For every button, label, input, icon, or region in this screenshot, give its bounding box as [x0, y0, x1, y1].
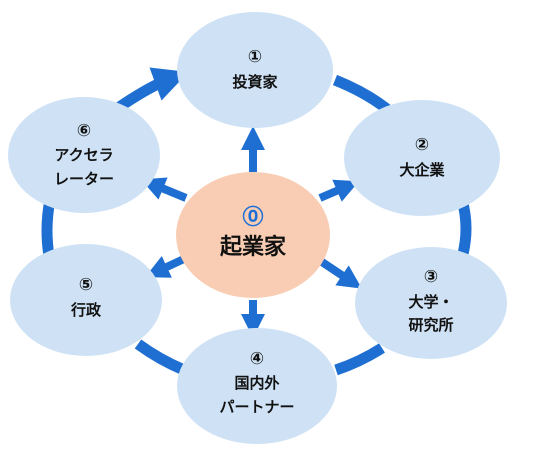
node-accelerator: ⑥ アクセラ レーター — [8, 97, 160, 213]
spoke-to-5 — [145, 254, 188, 278]
node-investor: ① 投資家 — [177, 12, 333, 128]
ring-link-4-5 — [134, 339, 187, 376]
ring-link-2-3 — [456, 198, 472, 260]
svg-text:アクセラ: アクセラ — [54, 146, 113, 164]
svg-text:⑤: ⑤ — [79, 275, 93, 295]
spoke-to-3 — [319, 258, 362, 289]
spoke-to-6 — [140, 177, 188, 202]
spoke-arrows — [140, 126, 362, 338]
svg-text:レーター: レーター — [54, 170, 114, 188]
svg-text:②: ② — [415, 135, 429, 155]
node-entrepreneur: ⓪ 起業家 — [176, 172, 330, 298]
node-university: ③ 大学・ 研究所 — [355, 247, 507, 359]
spoke-to-2 — [318, 179, 360, 202]
svg-text:⓪: ⓪ — [243, 205, 264, 229]
svg-text:国内外: 国内外 — [234, 374, 279, 392]
svg-text:大学・: 大学・ — [408, 293, 453, 311]
svg-text:①: ① — [248, 47, 262, 67]
svg-text:大企業: 大企業 — [399, 161, 445, 179]
node-large-company: ② 大企業 — [344, 100, 500, 216]
node-partner: ④ 国内外 パートナー — [177, 328, 337, 444]
svg-text:行政: 行政 — [70, 301, 102, 319]
svg-text:起業家: 起業家 — [219, 234, 287, 260]
svg-text:④: ④ — [250, 349, 264, 369]
svg-text:研究所: 研究所 — [408, 316, 453, 334]
node-government: ⑤ 行政 — [10, 244, 162, 356]
svg-text:投資家: 投資家 — [232, 73, 277, 91]
svg-text:⑥: ⑥ — [77, 121, 91, 141]
ring-link-3-4 — [334, 343, 385, 376]
svg-text:③: ③ — [424, 267, 438, 287]
ring-arrow-6-to-1 — [114, 67, 189, 113]
svg-text:パートナー: パートナー — [219, 398, 294, 416]
